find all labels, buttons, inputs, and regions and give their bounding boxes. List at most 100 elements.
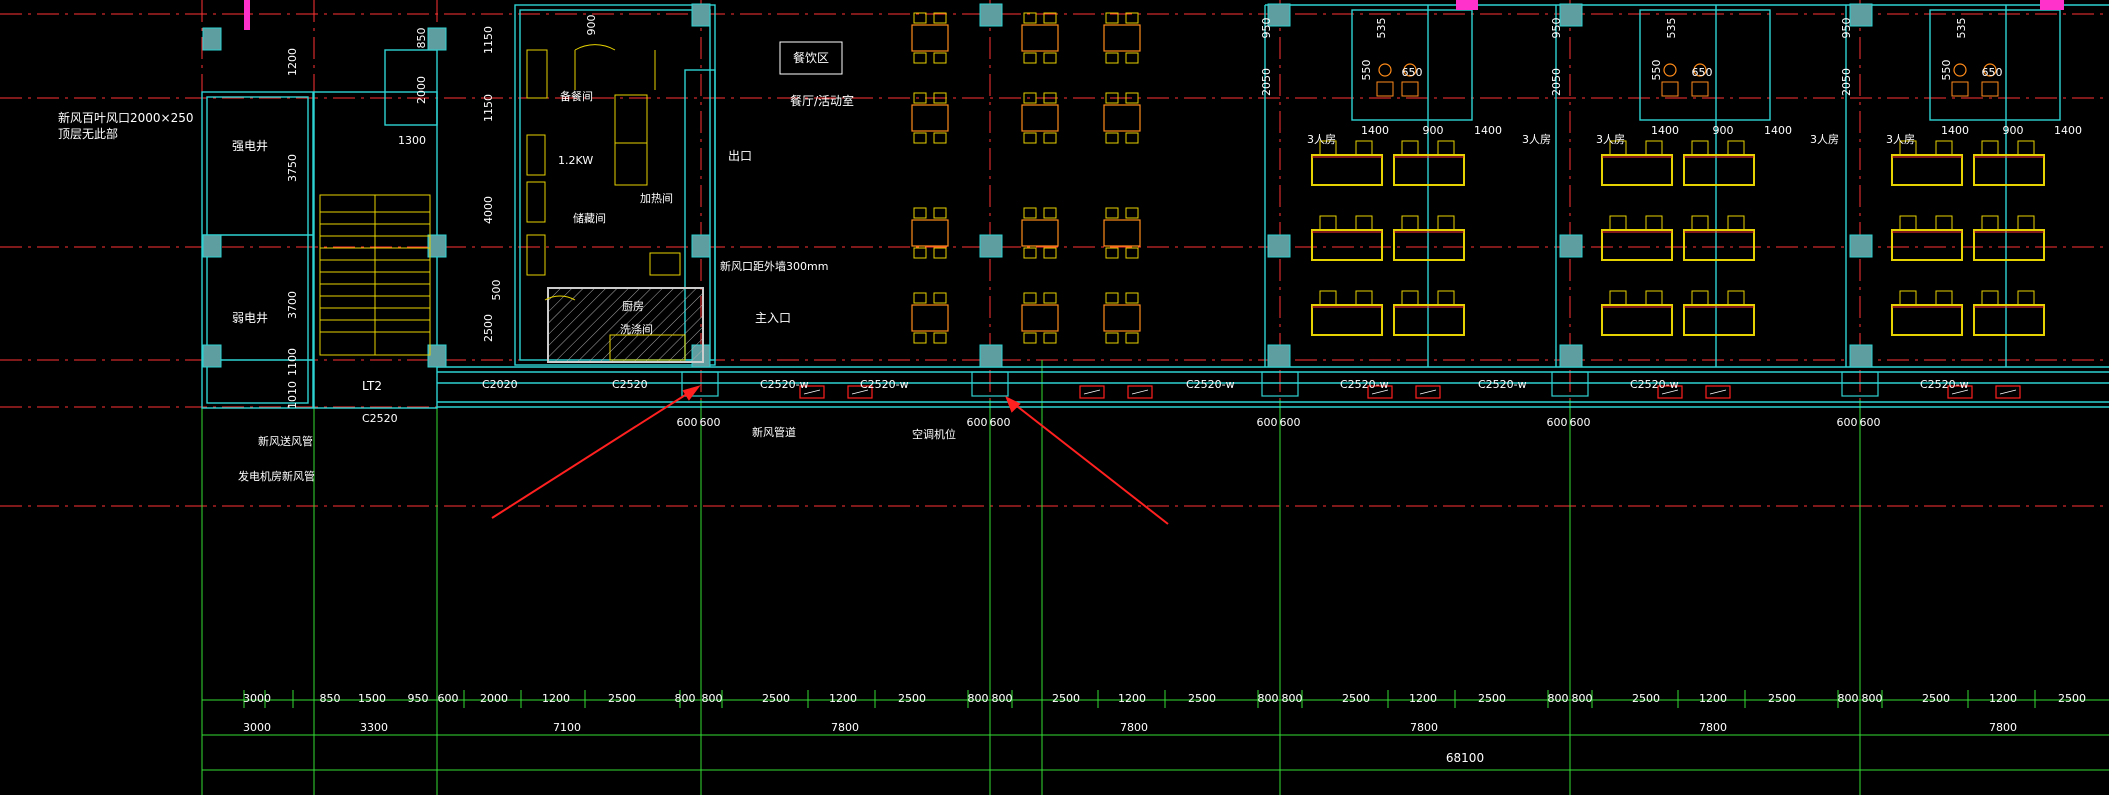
- vent-note: 新风百叶风口2000×250: [58, 110, 194, 125]
- stair-top-dim: 2000: [415, 76, 428, 104]
- desk: [1973, 304, 2045, 336]
- desk: [1311, 154, 1383, 186]
- pier-dim: 600: [990, 416, 1011, 429]
- pier-dim: 600: [700, 416, 721, 429]
- dim-row1-value: 800: [1838, 692, 1859, 705]
- chair: [1105, 52, 1119, 64]
- room-desk-set: [1311, 290, 1383, 336]
- dim-row1-value: 2500: [1478, 692, 1506, 705]
- room-dim: 950: [1260, 18, 1273, 39]
- window-box: [1079, 385, 1105, 399]
- chair: [1043, 12, 1057, 24]
- chair: [933, 52, 947, 64]
- chair: [1105, 247, 1119, 259]
- chair: [2017, 140, 2035, 156]
- dim-row1-value: 2500: [1922, 692, 1950, 705]
- receive-label: 备餐间: [560, 89, 593, 103]
- vertical-dimensions: 1200375037001100101011501150400025005009…: [286, 15, 598, 410]
- vertical-dim-mid: 4000: [482, 196, 495, 224]
- room-desk-set: [1973, 215, 2045, 261]
- chair: [1043, 92, 1057, 104]
- dim-row1-value: 800: [675, 692, 696, 705]
- chair: [1023, 292, 1037, 304]
- window-glyph: [1131, 389, 1149, 395]
- chair: [1125, 92, 1139, 104]
- vertical-dim-mid: 500: [490, 280, 503, 301]
- dim-row2-value: 7800: [1410, 721, 1438, 734]
- basin: [1661, 81, 1679, 97]
- chair: [1981, 215, 1999, 231]
- table: [911, 104, 949, 132]
- desk: [1683, 229, 1755, 261]
- basin: [1951, 81, 1969, 97]
- dining-table-set: [1103, 92, 1141, 144]
- stair-room-2: 弱电井: [232, 311, 268, 325]
- chair: [1319, 290, 1337, 306]
- table: [911, 24, 949, 52]
- stair-top-dim: 850: [415, 28, 428, 49]
- window-glyph: [1419, 389, 1437, 395]
- room-dim: 2050: [1260, 68, 1273, 96]
- room-dim: 1400: [1941, 124, 1969, 137]
- room-desk-set: [1683, 140, 1755, 186]
- table: [911, 304, 949, 332]
- dim-row2-value: 7800: [1120, 721, 1148, 734]
- table: [1103, 24, 1141, 52]
- window-marker: [1127, 385, 1153, 399]
- room-dim: 650: [1692, 66, 1713, 79]
- chair: [1899, 140, 1917, 156]
- dim-row1-value: 950: [408, 692, 429, 705]
- dim-row1-value: 800: [1862, 692, 1883, 705]
- window-box: [1947, 385, 1973, 399]
- table: [1103, 304, 1141, 332]
- room-desk-set: [1601, 215, 1673, 261]
- vertical-dim-mid: 1150: [482, 94, 495, 122]
- table: [1021, 24, 1059, 52]
- dim-row1-value: 3000: [243, 692, 271, 705]
- room-dim: 900: [1423, 124, 1444, 137]
- chair: [1023, 132, 1037, 144]
- desk: [1891, 229, 1963, 261]
- pier-dim: 600: [967, 416, 988, 429]
- room-desk-set: [1683, 290, 1755, 336]
- dim-row1-value: 1200: [1409, 692, 1437, 705]
- toilet: [1403, 63, 1417, 77]
- chair: [1105, 292, 1119, 304]
- room-dim: 550: [1940, 60, 1953, 81]
- chair: [1023, 92, 1037, 104]
- room-desk-set: [1393, 290, 1465, 336]
- note-bottom-3: 新风送风管: [258, 434, 313, 448]
- chair: [1125, 292, 1139, 304]
- chair: [913, 92, 927, 104]
- basin: [1376, 81, 1394, 97]
- dim-row1-value: 2500: [898, 692, 926, 705]
- vent-note-2: 顶层无此部: [58, 126, 118, 141]
- room-dim: 550: [1650, 60, 1663, 81]
- dim-row1-value: 2000: [480, 692, 508, 705]
- room-dim: 2050: [1840, 68, 1853, 96]
- entrance-label: 主入口: [755, 311, 791, 325]
- chair: [933, 247, 947, 259]
- window-box: [1657, 385, 1683, 399]
- chair: [1437, 215, 1455, 231]
- dim-row1-value: 800: [1548, 692, 1569, 705]
- dim-row1-value: 2500: [1188, 692, 1216, 705]
- vertical-dim-mid: 2500: [482, 314, 495, 342]
- chair: [1935, 215, 1953, 231]
- chair: [1401, 290, 1419, 306]
- window-marker: [1367, 385, 1393, 399]
- piers: [681, 371, 1879, 397]
- chair: [1023, 332, 1037, 344]
- basin: [1691, 81, 1709, 97]
- dim-row1-value: 800: [1572, 692, 1593, 705]
- dining-table-set: [1103, 292, 1141, 344]
- window-box: [1995, 385, 2021, 399]
- window-marker: [799, 385, 825, 399]
- chair: [913, 52, 927, 64]
- room-3p-2: 3人房: [1522, 133, 1551, 146]
- stair: [319, 194, 431, 356]
- window-box: [1415, 385, 1441, 399]
- room-3p-4: 3人房: [1810, 133, 1839, 146]
- pier-dim: 600: [677, 416, 698, 429]
